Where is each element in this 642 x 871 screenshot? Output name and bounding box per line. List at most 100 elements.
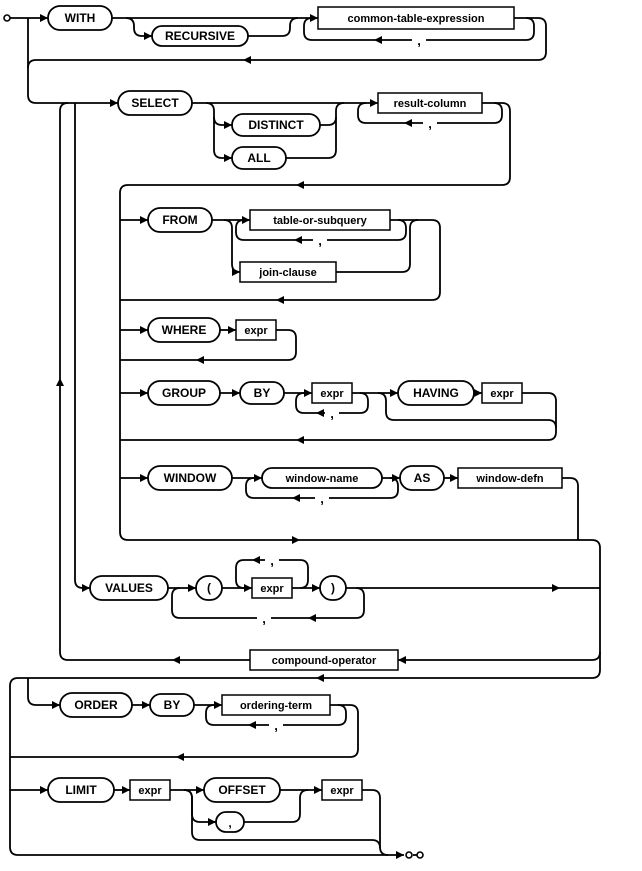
window-name-shape[interactable] (261, 467, 383, 489)
values-expr-shape[interactable] (251, 577, 293, 599)
result-column-ref[interactable]: result-column (377, 92, 483, 114)
table-or-subquery-label: table-or-subquery (273, 215, 367, 227)
all-label: ALL (247, 151, 270, 165)
where-keyword: WHERE (147, 317, 221, 343)
common-table-expression-ref[interactable]: common-table-expression (317, 6, 515, 30)
comma-label: , (270, 553, 274, 568)
having-expr-ref[interactable]: expr (481, 382, 523, 404)
from-keyword: FROM (147, 207, 213, 233)
window-shape (147, 465, 233, 491)
where-expr-label: expr (244, 325, 268, 337)
values-expr-ref[interactable]: expr (251, 577, 293, 599)
order-shape (59, 692, 133, 718)
group-shape (147, 380, 221, 406)
comma-label: , (428, 116, 432, 131)
join-clause-label: join-clause (258, 267, 316, 279)
end-terminal-outer (416, 851, 424, 859)
recursive-label: RECURSIVE (165, 29, 235, 43)
limit-expr-shape[interactable] (129, 779, 171, 801)
window-keyword: WINDOW (147, 465, 233, 491)
all-keyword: ALL (231, 146, 287, 170)
all-shape (231, 146, 287, 170)
table-or-subquery-shape[interactable] (249, 209, 391, 231)
values-label: VALUES (105, 581, 153, 595)
window-defn-label: window-defn (475, 473, 543, 485)
comma-label: , (330, 406, 334, 421)
close-paren-terminal: ) (319, 575, 347, 601)
values-expr-comma-separator: , (265, 553, 279, 568)
group-expr-shape[interactable] (311, 382, 353, 404)
order-keyword: ORDER (59, 692, 133, 718)
open-paren-label: ( (207, 581, 211, 595)
compound-operator-shape[interactable] (249, 649, 399, 671)
distinct-label: DISTINCT (248, 118, 304, 132)
where-shape (147, 317, 221, 343)
order-label: ORDER (74, 698, 118, 712)
flow-arrows (40, 14, 560, 859)
comma-label: , (274, 718, 278, 733)
start-terminal (3, 14, 11, 22)
join-clause-ref[interactable]: join-clause (239, 261, 337, 283)
group-expr-comma-separator: , (325, 406, 339, 421)
window-name-ref[interactable]: window-name (261, 467, 383, 489)
end-terminal (405, 851, 413, 859)
comma-label: , (320, 491, 324, 506)
distinct-shape (231, 113, 321, 137)
group-keyword: GROUP (147, 380, 221, 406)
comma-label: , (318, 233, 322, 248)
ordering-term-shape[interactable] (221, 694, 331, 716)
offset-comma-shape (215, 811, 245, 833)
window-defn-ref[interactable]: window-defn (457, 467, 563, 489)
window-name-comma-separator: , (315, 491, 329, 506)
window-label: WINDOW (164, 471, 217, 485)
where-label: WHERE (162, 323, 207, 337)
cte-label: common-table-expression (348, 13, 485, 25)
ordering-term-ref[interactable]: ordering-term (221, 694, 331, 716)
window-name-label: window-name (285, 473, 359, 485)
with-label: WITH (65, 11, 96, 25)
order-by-label: BY (164, 698, 181, 712)
connector-lines (9, 17, 601, 856)
group-expr-ref[interactable]: expr (311, 382, 353, 404)
select-shape (117, 90, 193, 116)
limit-keyword: LIMIT (47, 777, 115, 803)
table-or-subquery-ref[interactable]: table-or-subquery (249, 209, 391, 231)
where-expr-ref[interactable]: expr (235, 319, 277, 341)
ordering-term-comma-separator: , (269, 718, 283, 733)
close-paren-label: ) (331, 581, 335, 595)
group-expr-label: expr (320, 388, 344, 400)
comma-label: , (262, 611, 266, 626)
as-label: AS (414, 471, 431, 485)
limit-shape (47, 777, 115, 803)
offset-label: OFFSET (218, 783, 266, 797)
join-clause-shape[interactable] (239, 261, 337, 283)
values-expr-label: expr (260, 583, 284, 595)
ordering-term-label: ordering-term (240, 700, 312, 712)
window-defn-shape[interactable] (457, 467, 563, 489)
having-label: HAVING (413, 386, 459, 400)
compound-operator-ref[interactable]: compound-operator (249, 649, 399, 671)
offset-comma-terminal: , (215, 811, 245, 833)
offset-expr-label: expr (330, 785, 354, 797)
select-keyword: SELECT (117, 90, 193, 116)
offset-shape (203, 777, 281, 803)
result-column-shape[interactable] (377, 92, 483, 114)
order-by-shape (149, 693, 195, 717)
order-by-keyword: BY (149, 693, 195, 717)
cte-shape[interactable] (317, 6, 515, 30)
offset-expr-ref[interactable]: expr (321, 779, 363, 801)
close-paren-shape (319, 575, 347, 601)
values-keyword: VALUES (89, 575, 169, 601)
where-expr-shape[interactable] (235, 319, 277, 341)
result-column-comma-separator: , (423, 116, 437, 131)
limit-expr-ref[interactable]: expr (129, 779, 171, 801)
recursive-keyword: RECURSIVE (151, 25, 249, 47)
group-label: GROUP (162, 386, 206, 400)
offset-expr-shape[interactable] (321, 779, 363, 801)
open-paren-terminal: ( (195, 575, 223, 601)
cte-comma-separator: , (412, 33, 426, 48)
having-expr-shape[interactable] (481, 382, 523, 404)
from-shape (147, 207, 213, 233)
group-by-shape (239, 381, 285, 405)
